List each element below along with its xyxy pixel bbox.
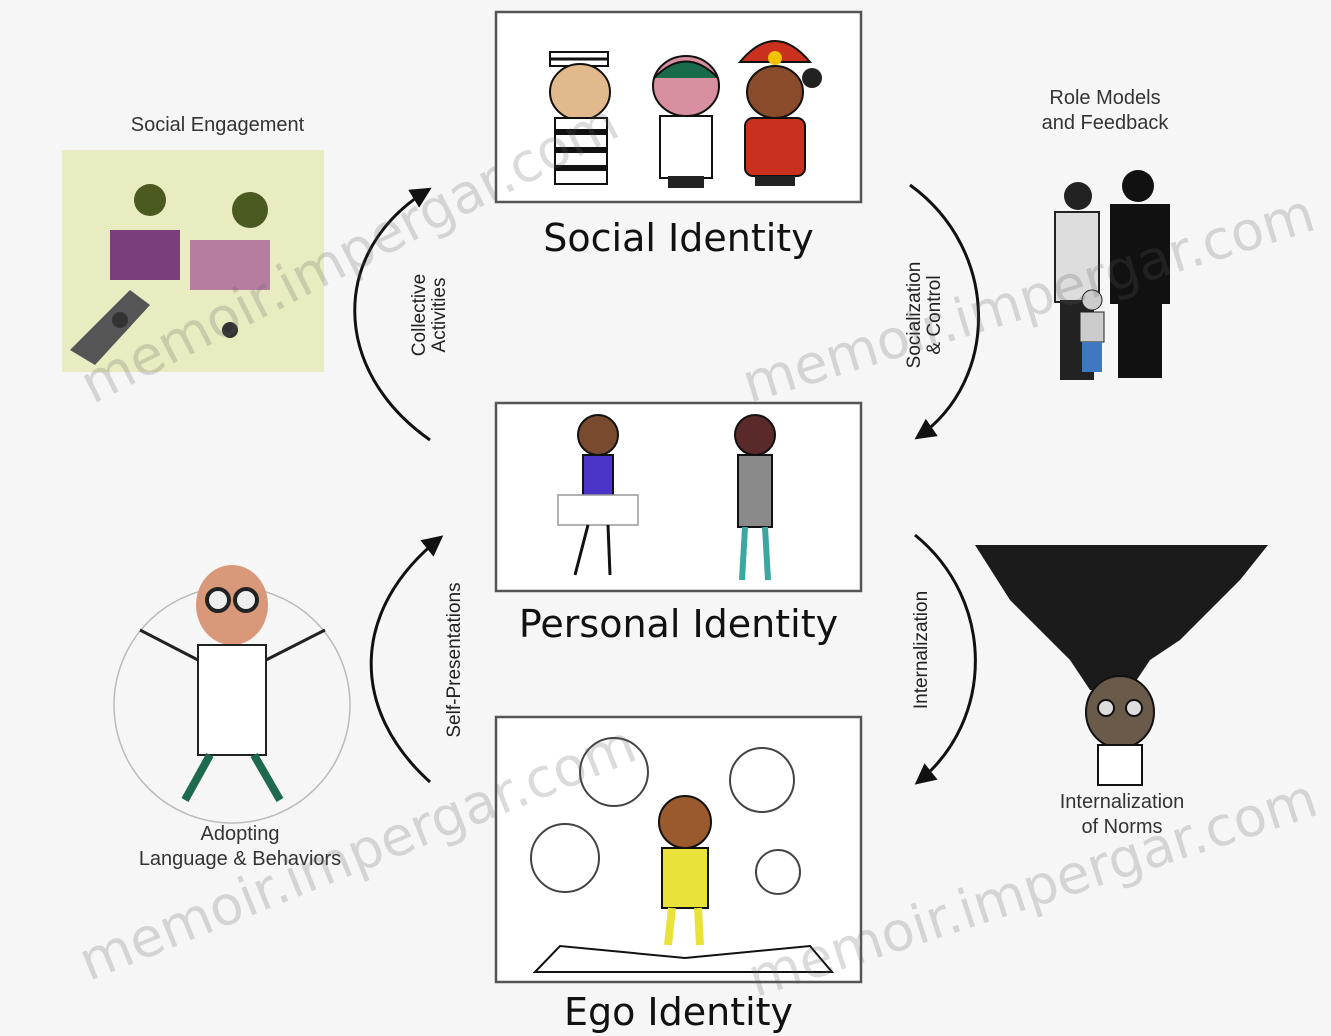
role-models-line2: and Feedback <box>1041 112 1169 134</box>
internalization-label: Internalization <box>911 590 933 710</box>
thought-circles <box>530 737 801 895</box>
firefighter-figure <box>737 40 822 186</box>
role-models-line1: Role Models <box>1049 87 1161 109</box>
personal-identity-frame <box>494 401 863 593</box>
adopting-line2: Language & Behaviors <box>138 848 342 870</box>
socialization-line2: & Control <box>924 275 945 355</box>
internalization-norms-label: Internalization of Norms <box>1012 790 1232 840</box>
collective-activities-label: Collective Activities <box>409 273 450 357</box>
scientist-woman-image <box>113 565 351 824</box>
self-presentations-label: Self-Presentations <box>444 582 466 738</box>
socialization-line1: Socialization <box>904 261 926 369</box>
social-engagement-label: Social Engagement <box>130 114 305 136</box>
open-book-base <box>532 944 835 973</box>
ego-identity-title: Ego Identity <box>563 990 794 1034</box>
socialization-control-label: Socialization & Control <box>904 261 945 369</box>
adopting-line1: Adopting <box>200 823 280 845</box>
internalization-norms-line1: Internalization <box>1059 791 1185 813</box>
socialization-control-arrow <box>909 183 980 440</box>
girl-yellow-figure <box>658 795 712 946</box>
social-identity-title: Social Identity <box>543 216 814 260</box>
collective-line2: Activities <box>429 277 450 353</box>
doctor-figure <box>652 55 720 188</box>
girl-purple-top-figure <box>557 414 639 576</box>
internalization-arrow <box>914 533 977 785</box>
personal-identity-title: Personal Identity <box>518 602 839 646</box>
girl-gray-outfit-figure <box>734 414 776 581</box>
role-models-label: Role Models and Feedback <box>995 86 1215 136</box>
self-presentations-arrow <box>369 535 444 784</box>
thinking-cloud-image <box>975 545 1268 786</box>
internalization-norms-line2: of Norms <box>1081 816 1163 838</box>
adopting-language-label: Adopting Language & Behaviors <box>90 822 390 872</box>
collective-line1: Collective <box>409 273 431 357</box>
roller-derby-image <box>62 150 324 372</box>
collective-activities-arrow <box>353 187 432 442</box>
father-son-image <box>1054 170 1170 380</box>
prisoner-figure <box>549 51 611 185</box>
